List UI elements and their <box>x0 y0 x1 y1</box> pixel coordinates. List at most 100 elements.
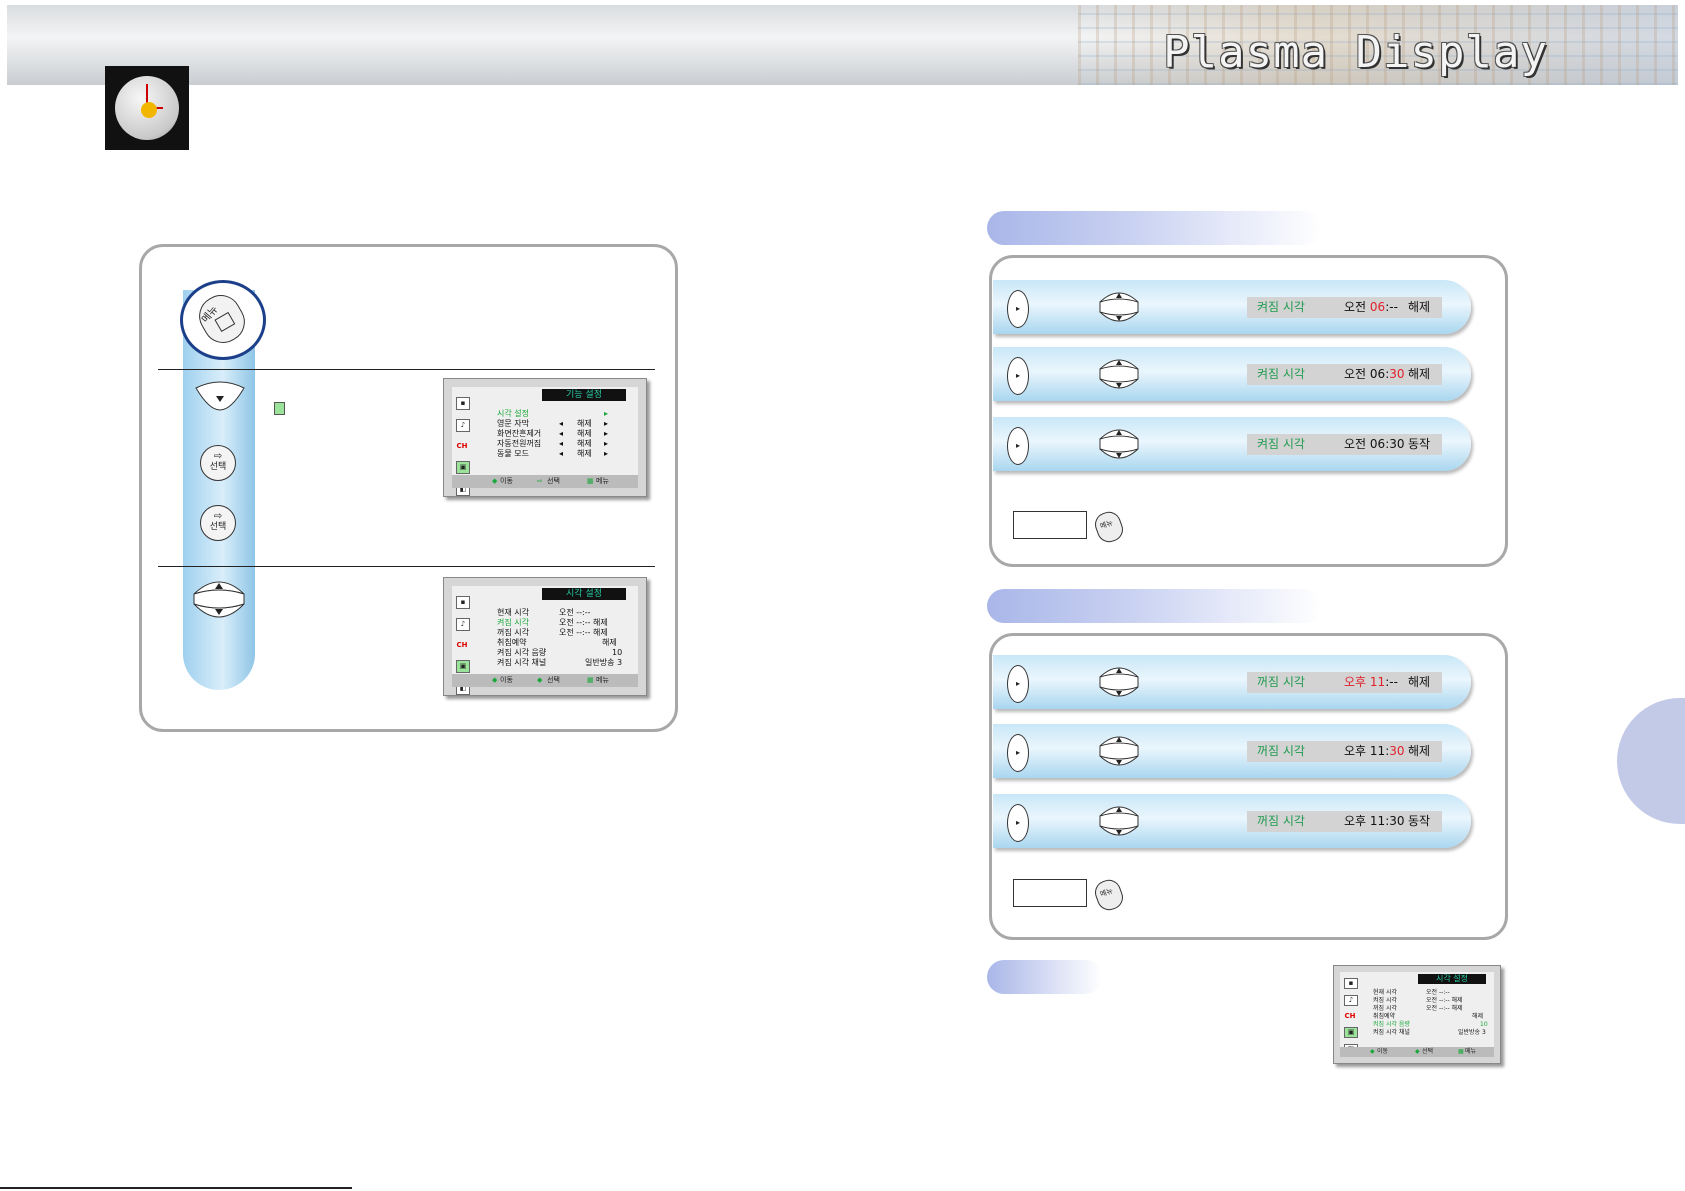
right-button[interactable]: ▸ <box>1007 427 1029 465</box>
osd-row-label[interactable]: 켜짐 시각 채널 <box>1373 1029 1410 1036</box>
osd-time-setup-volume: ▪ ♪ CH ▣ ◧ 시각 설정 현재 시각 오전 --:-- 켜짐 시각 오전… <box>1333 965 1501 1064</box>
timer-hour: 11 <box>1369 744 1386 758</box>
on-step-label: 켜짐 시각 오전 06:30 해제 <box>1247 364 1442 385</box>
timer-hour: 11 <box>1369 675 1386 689</box>
right-button[interactable]: ▸ <box>1007 804 1029 842</box>
timer-state: 해제 <box>1408 300 1431 314</box>
arrow-left-icon: ◂ <box>559 439 564 448</box>
osd-title: 시각 설정 <box>542 588 626 600</box>
right-button[interactable]: ▸ <box>1007 665 1029 703</box>
select-button-1-label: 선택 <box>209 462 227 472</box>
osd-footer-select: 선택 <box>547 477 560 485</box>
osd-row-value: 해제 <box>577 439 592 448</box>
right-button[interactable]: ▸ <box>1007 734 1029 772</box>
osd-footer-menu: 메뉴 <box>596 676 609 684</box>
on-timer-note-box <box>1013 511 1087 539</box>
up-down-button[interactable] <box>1098 425 1140 463</box>
timer-state: 동작 <box>1408 437 1431 451</box>
osd-row-value: 해제 <box>1472 1013 1484 1020</box>
osd-function-setup: ▪ ♪ CH ▣ ◧ 기능 설정 시각 설정 ▸ 영문 자막 ◂ 해제 ▸ 화면… <box>443 378 647 497</box>
sound-icon: ♪ <box>1344 995 1358 1006</box>
osd-icon-column: ▪ ♪ CH ▣ ◧ <box>456 397 470 505</box>
osd-row-value: 오전 --:-- 해제 <box>559 618 608 627</box>
timer-minute: 30 <box>1389 367 1405 381</box>
osd-footer: ◆이동 ◆선택 ▦메뉴 <box>452 674 638 687</box>
osd-row-label[interactable]: 자동전원꺼짐 <box>497 439 542 448</box>
timer-minute: 30 <box>1389 814 1405 828</box>
timer-ampm: 오전 <box>1344 437 1367 451</box>
timer-label: 꺼짐 시각 <box>1257 814 1305 828</box>
on-step-label: 켜짐 시각 오전 06:30 동작 <box>1247 434 1442 455</box>
menu-key: 메뉴 <box>191 287 253 351</box>
circuit-pattern <box>1078 5 1678 85</box>
menu-button[interactable]: 메뉴 <box>180 280 266 360</box>
down-button[interactable] <box>193 380 247 412</box>
on-step-minute: ▸ 켜짐 시각 오전 06:30 해제 <box>993 347 1471 401</box>
picture-icon: ▪ <box>1344 978 1358 989</box>
osd-row-value: 오전 --:-- <box>559 608 591 617</box>
osd-row-label[interactable]: 켜짐 시각 음량 <box>497 648 547 657</box>
up-down-button[interactable] <box>1098 663 1140 701</box>
up-down-button[interactable] <box>191 576 247 626</box>
osd-row-label[interactable]: 시각 설정 <box>497 409 529 418</box>
osd-row-label[interactable]: 켜짐 시각 <box>497 618 529 627</box>
timer-state: 동작 <box>1408 814 1431 828</box>
picture-icon: ▪ <box>456 596 470 609</box>
clock-hub <box>141 102 157 118</box>
chevron-down-icon <box>216 396 224 402</box>
select-button-2-label: 선택 <box>209 522 227 532</box>
select-button-2[interactable]: ⇨ 선택 <box>200 505 236 541</box>
off-step-label: 꺼짐 시각 오후 11:-- 해제 <box>1247 672 1442 693</box>
osd-row-label[interactable]: 동물 모드 <box>497 449 529 458</box>
timer-time: 오후 11:-- <box>1344 672 1398 693</box>
osd-row-label[interactable]: 화면잔흔제거 <box>497 429 542 438</box>
osd-row-value: 해제 <box>577 449 592 458</box>
divider-2 <box>158 566 655 567</box>
timer-hour: 06 <box>1369 300 1386 314</box>
osd-row-value: 10 <box>612 648 623 657</box>
arrow-right-icon: ▸ <box>604 419 609 428</box>
channel-icon: CH <box>456 641 468 649</box>
up-down-button[interactable] <box>1098 802 1140 840</box>
up-down-button[interactable] <box>1098 732 1140 770</box>
on-step-state: ▸ 켜짐 시각 오전 06:30 동작 <box>993 417 1471 471</box>
osd-screen: ▪ ♪ CH ▣ ◧ 기능 설정 시각 설정 ▸ 영문 자막 ◂ 해제 ▸ 화면… <box>452 387 638 496</box>
timer-ampm: 오후 <box>1344 744 1367 758</box>
arrow-right-icon: ▸ <box>604 449 609 458</box>
osd-row-label[interactable]: 영문 자막 <box>497 419 529 428</box>
timer-state: 해제 <box>1408 367 1431 381</box>
right-button[interactable]: ▸ <box>1007 357 1029 395</box>
timer-time: 오전 06:-- <box>1344 297 1398 318</box>
osd-row-label[interactable]: 현재 시각 <box>1373 989 1397 996</box>
timer-minute: -- <box>1389 675 1398 689</box>
select-button-1[interactable]: ⇨ 선택 <box>200 445 236 481</box>
off-step-minute: ▸ 꺼짐 시각 오후 11:30 해제 <box>993 724 1471 778</box>
osd-row-value: 10 <box>1480 1021 1488 1028</box>
osd-footer-move: 이동 <box>500 477 513 485</box>
timer-sep: : <box>1385 814 1390 828</box>
menu-mini-label: 메뉴 <box>1099 518 1114 531</box>
osd-row-label[interactable]: 취침예약 <box>1373 1013 1396 1020</box>
osd-row-label[interactable]: 현재 시각 <box>497 608 529 617</box>
timer-ampm: 오전 <box>1344 367 1367 381</box>
osd-row-label[interactable]: 켜짐 시각 <box>1373 997 1397 1004</box>
on-step-label: 켜짐 시각 오전 06:-- 해제 <box>1247 297 1442 318</box>
osd-row-label[interactable]: 꺼짐 시각 <box>1373 1005 1397 1012</box>
osd-row-label[interactable]: 켜짐 시각 채널 <box>497 658 547 667</box>
channel-icon: CH <box>1344 1012 1356 1020</box>
up-down-button[interactable] <box>1098 288 1140 326</box>
osd-row-label[interactable]: 꺼짐 시각 <box>497 628 529 637</box>
timer-sep: : <box>1385 744 1390 758</box>
timer-label: 켜짐 시각 <box>1257 300 1305 314</box>
osd-row-label[interactable]: 취침예약 <box>497 638 527 647</box>
right-button[interactable]: ▸ <box>1007 290 1029 328</box>
up-down-button[interactable] <box>1098 355 1140 393</box>
setup-icon: ▣ <box>456 660 470 673</box>
menu-mini-label: 메뉴 <box>1099 886 1114 899</box>
chapter-side-tab <box>1617 698 1685 824</box>
arrow-right-icon: ▸ <box>604 409 609 418</box>
enter-icon: ⇨ <box>213 511 223 522</box>
timer-hour: 06 <box>1369 437 1386 451</box>
osd-row-label[interactable]: 켜짐 시각 음량 <box>1373 1021 1410 1028</box>
osd-icon-column: ▪ ♪ CH ▣ ◧ <box>456 596 470 704</box>
